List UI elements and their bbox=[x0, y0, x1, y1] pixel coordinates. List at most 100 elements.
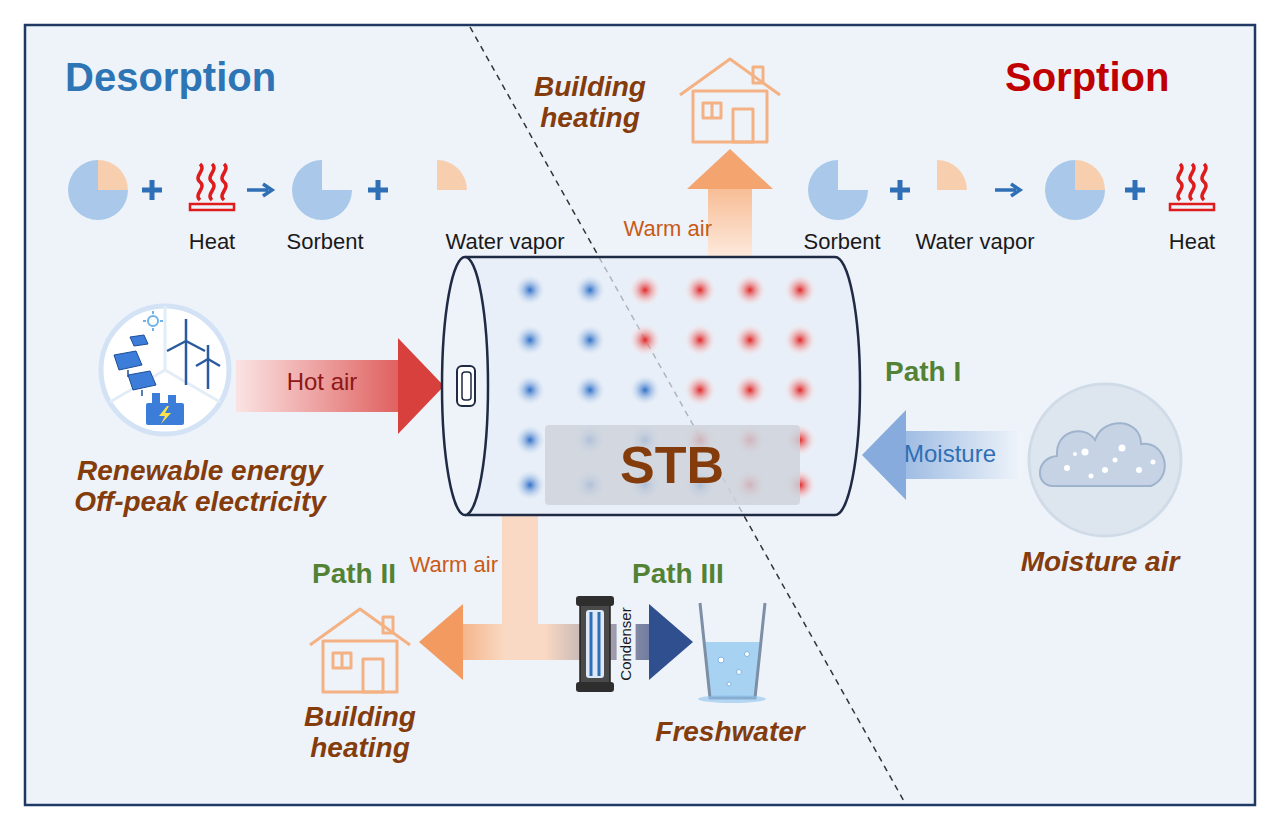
phase-title: Desorption bbox=[65, 55, 276, 100]
sorbent-pie bbox=[98, 160, 128, 190]
water-glass-icon bbox=[727, 682, 731, 686]
storage-cylinder bbox=[733, 323, 767, 357]
flow-label: Warm air bbox=[624, 217, 712, 242]
storage-cylinder bbox=[733, 273, 767, 307]
figure-frame bbox=[25, 25, 1255, 805]
equation-term: Water vapor bbox=[445, 230, 564, 255]
renewable-energy-icon bbox=[208, 359, 220, 366]
equation-term: Water vapor bbox=[915, 230, 1034, 255]
house-icon bbox=[703, 103, 721, 118]
sorbent-pie bbox=[937, 160, 967, 190]
equation-term: Heat bbox=[189, 230, 235, 255]
storage-cylinder bbox=[783, 273, 817, 307]
sorbent-pie bbox=[1075, 160, 1105, 190]
water-glass-icon bbox=[718, 652, 750, 687]
storage-cylinder bbox=[783, 373, 817, 407]
renewable-energy-icon bbox=[148, 316, 158, 326]
renewable-energy-icon bbox=[152, 393, 160, 405]
node-heading: Freshwater bbox=[630, 716, 830, 747]
heat-symbol bbox=[190, 204, 234, 210]
heat-symbol bbox=[198, 164, 202, 200]
water-glass-icon bbox=[700, 603, 765, 698]
moist-air-icon bbox=[1073, 452, 1077, 456]
water-glass-icon bbox=[705, 642, 760, 698]
moist-air-icon bbox=[1113, 458, 1118, 463]
storage-cylinder bbox=[573, 373, 607, 407]
renewable-energy-icon bbox=[196, 359, 208, 366]
storage-cylinder bbox=[783, 323, 817, 357]
condenser-symbol bbox=[590, 612, 593, 676]
sorbent-pie bbox=[292, 160, 352, 220]
condenser-label: Condenser bbox=[617, 603, 636, 684]
house-icon bbox=[333, 653, 351, 668]
water-glass-icon bbox=[718, 657, 724, 663]
moist-air-icon bbox=[1136, 467, 1142, 473]
house-icon bbox=[363, 659, 383, 692]
sorbent-pie bbox=[68, 160, 128, 220]
renewable-energy-icon bbox=[130, 335, 148, 346]
water-glass-icon bbox=[745, 652, 750, 657]
moist-air-icon bbox=[1082, 449, 1089, 456]
sorbent-pie bbox=[808, 160, 868, 220]
moist-air-icon bbox=[1027, 382, 1183, 538]
house-icon bbox=[305, 605, 415, 695]
node-heading: Building heating bbox=[285, 701, 435, 764]
renewable-energy-icon bbox=[152, 328, 154, 331]
heat-symbol bbox=[222, 164, 226, 200]
storage-cylinder bbox=[442, 257, 488, 515]
house-icon bbox=[310, 609, 410, 692]
path-label: Path II bbox=[312, 558, 396, 589]
plus-sign bbox=[1125, 180, 1145, 200]
renewable-energy-icon bbox=[164, 306, 167, 370]
condenser-symbol bbox=[586, 610, 604, 678]
house-icon bbox=[341, 653, 344, 668]
condenser-symbol bbox=[576, 596, 614, 606]
reaction-equation bbox=[68, 160, 1214, 220]
plus-sign bbox=[368, 180, 388, 200]
condenser-symbol bbox=[580, 600, 610, 688]
sorbent-pie bbox=[437, 160, 467, 190]
path-label: Path III bbox=[632, 558, 724, 589]
house-icon bbox=[711, 103, 714, 118]
renewable-energy-icon bbox=[146, 403, 184, 425]
storage-cylinder bbox=[628, 373, 662, 407]
node-heading: Renewable energy Off-peak electricity bbox=[55, 455, 345, 518]
storage-cylinder bbox=[683, 273, 717, 307]
renewable-energy-icon bbox=[143, 311, 163, 331]
sorbent-pie bbox=[1045, 160, 1105, 220]
renewable-energy-icon bbox=[128, 371, 156, 390]
node-heading: Moisture air bbox=[980, 546, 1220, 577]
renewable-energy-icon bbox=[207, 359, 210, 389]
renewable-energy-icon bbox=[185, 319, 188, 341]
equation-term: Heat bbox=[1169, 230, 1215, 255]
building-icon: Building heating bbox=[305, 605, 415, 695]
renewable-energy-icon bbox=[114, 351, 142, 370]
heat-symbol bbox=[1190, 164, 1194, 200]
storage-cylinder bbox=[733, 373, 767, 407]
renewable-energy-icon bbox=[167, 319, 220, 389]
heat-symbol bbox=[1178, 164, 1182, 200]
moist-air-icon bbox=[1151, 460, 1156, 465]
storage-cylinder bbox=[513, 273, 547, 307]
flow-label: Hot air bbox=[287, 369, 358, 396]
storage-cylinder bbox=[683, 373, 717, 407]
renewable-energy-icon bbox=[114, 335, 156, 390]
renewable-energy-icon bbox=[185, 341, 188, 385]
flow-arrow bbox=[708, 189, 752, 256]
storage-cylinder bbox=[457, 366, 475, 406]
house-icon bbox=[733, 109, 753, 142]
heat-symbol bbox=[190, 164, 234, 210]
plus-sign bbox=[142, 180, 162, 200]
storage-cylinder bbox=[513, 423, 547, 457]
condenser-symbol bbox=[598, 612, 601, 676]
renewable-energy-icon bbox=[127, 370, 129, 377]
moist-air-icon: Moisture air bbox=[1027, 382, 1183, 538]
storage-cylinder bbox=[628, 273, 662, 307]
heat-symbol bbox=[210, 164, 214, 200]
moist-air-icon bbox=[1040, 423, 1165, 486]
path-label: Path I bbox=[885, 356, 961, 387]
house-icon bbox=[693, 91, 767, 142]
house-icon bbox=[323, 641, 397, 692]
storage-cylinder bbox=[465, 257, 860, 515]
water-glass-icon bbox=[698, 695, 766, 703]
